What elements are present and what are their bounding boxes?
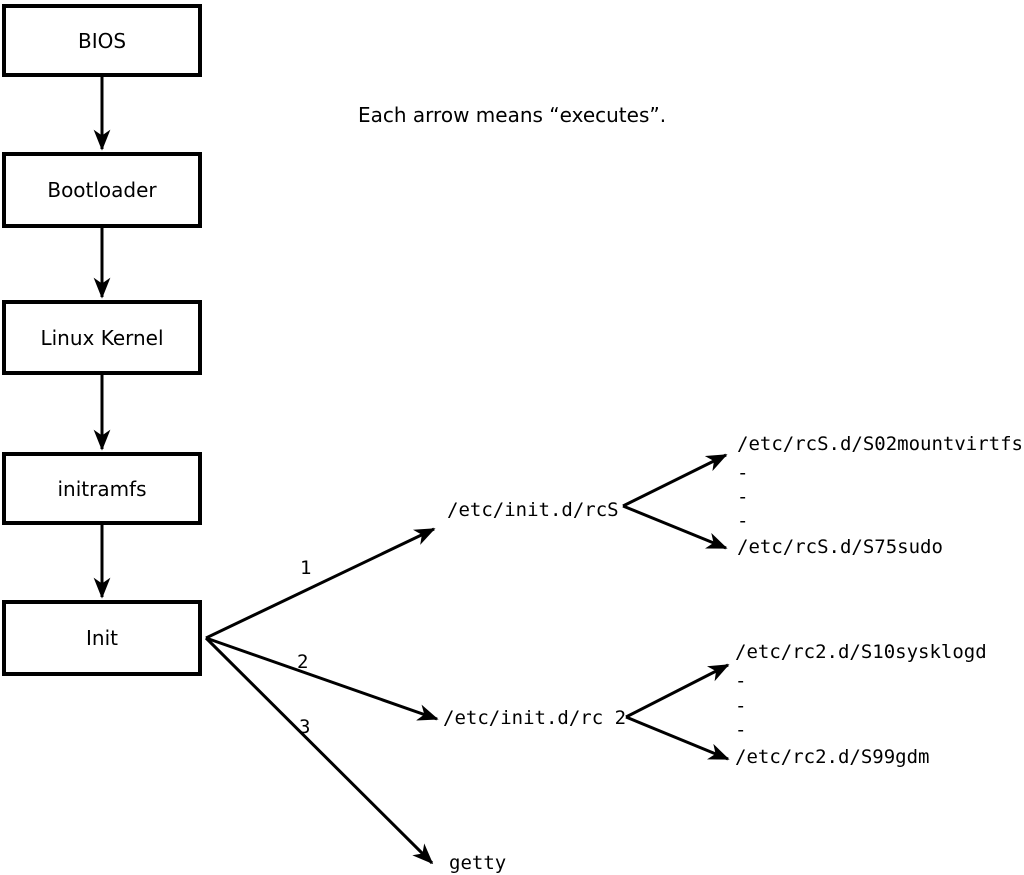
node-rcSd-S75sudo: /etc/rcS.d/S75sudo bbox=[737, 536, 943, 558]
legend-note: Each arrow means “executes”. bbox=[358, 103, 667, 127]
arrow-init-to-rc2 bbox=[205, 636, 439, 721]
arrow-init-to-getty bbox=[204, 636, 434, 865]
node-bios-label: BIOS bbox=[77, 28, 127, 53]
rcSd-ellipsis-dash-1: - bbox=[737, 462, 749, 484]
node-etc-initd-rc2: /etc/init.d/rc 2 bbox=[443, 707, 627, 729]
arrow-rc2-to-S10sysklogd bbox=[625, 663, 730, 719]
arrow-rc2-to-S99gdm bbox=[625, 715, 730, 761]
node-init: Init bbox=[2, 600, 202, 676]
arrow-rcS-to-S02mountvirtfs bbox=[622, 453, 728, 508]
arrow-rcS-to-S75sudo bbox=[622, 504, 728, 550]
node-etc-initd-rcS: /etc/init.d/rcS bbox=[447, 499, 619, 521]
node-rc2d-S99gdm: /etc/rc2.d/S99gdm bbox=[735, 746, 930, 768]
rcSd-ellipsis-dash-3: - bbox=[737, 510, 749, 532]
rc2d-ellipsis-dash-3: - bbox=[735, 719, 747, 741]
node-init-label: Init bbox=[86, 626, 118, 650]
rc2d-ellipsis-dash-2: - bbox=[735, 695, 747, 717]
node-linux-kernel-label: Linux Kernel bbox=[40, 325, 164, 350]
rc2d-ellipsis-dash-1: - bbox=[735, 670, 747, 692]
node-linux-kernel: Linux Kernel bbox=[2, 300, 202, 375]
node-initramfs: initramfs bbox=[2, 452, 202, 525]
arrow-order-label-2: 2 bbox=[297, 651, 309, 673]
node-rcSd-S02mountvirtfs: /etc/rcS.d/S02mountvirtfs bbox=[737, 433, 1023, 455]
node-initramfs-label: initramfs bbox=[57, 476, 147, 501]
arrow-order-label-3: 3 bbox=[299, 716, 311, 738]
node-bios: BIOS bbox=[2, 4, 202, 77]
node-getty: getty bbox=[449, 852, 507, 874]
arrow-order-label-1: 1 bbox=[300, 557, 312, 579]
node-rc2d-S10sysklogd: /etc/rc2.d/S10sysklogd bbox=[735, 641, 987, 663]
rcSd-ellipsis-dash-2: - bbox=[737, 486, 749, 508]
node-bootloader: Bootloader bbox=[2, 152, 202, 228]
arrow-init-to-rcS bbox=[205, 527, 436, 640]
node-bootloader-label: Bootloader bbox=[47, 178, 157, 202]
